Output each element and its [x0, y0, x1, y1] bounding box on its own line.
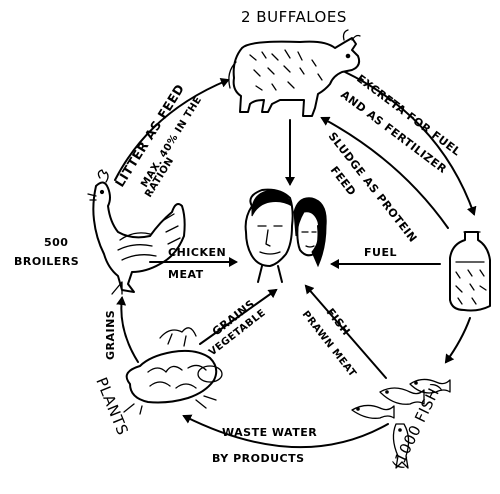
flow-arrows	[114, 71, 477, 449]
arrow-fish-to-plants	[182, 414, 389, 449]
label-waste-water: WASTE WATER	[222, 426, 317, 439]
label-plants: PLANTS	[92, 375, 132, 438]
fish-icon	[351, 378, 451, 469]
people-icon	[244, 188, 327, 283]
arrow-chicken-to-buffalo	[114, 78, 230, 181]
label-grains-left: GRAINS	[104, 310, 117, 360]
buffalo-icon	[228, 29, 361, 117]
chicken-icon	[87, 169, 186, 295]
arrow-fish-to-people	[304, 284, 387, 379]
plants-icon	[123, 327, 223, 415]
arrow-buffalo-to-tank	[344, 71, 477, 216]
arrow-tank-to-buffalo	[320, 116, 449, 229]
arrow-plants-to-people	[199, 288, 278, 345]
label-buffaloes: 2 BUFFALOES	[241, 8, 347, 26]
label-fuel: FUEL	[364, 246, 397, 259]
label-chicken: CHICKEN	[168, 246, 226, 259]
label-by-products: BY PRODUCTS	[212, 452, 305, 465]
label-broilers: BROILERS	[14, 255, 79, 268]
label-broilers-count: 500	[44, 236, 68, 249]
arrow-tank-to-fish	[444, 317, 471, 364]
biogas-tank-icon	[449, 231, 491, 312]
label-meat: MEAT	[168, 268, 204, 281]
arrow-plants-to-chicken	[116, 296, 139, 363]
